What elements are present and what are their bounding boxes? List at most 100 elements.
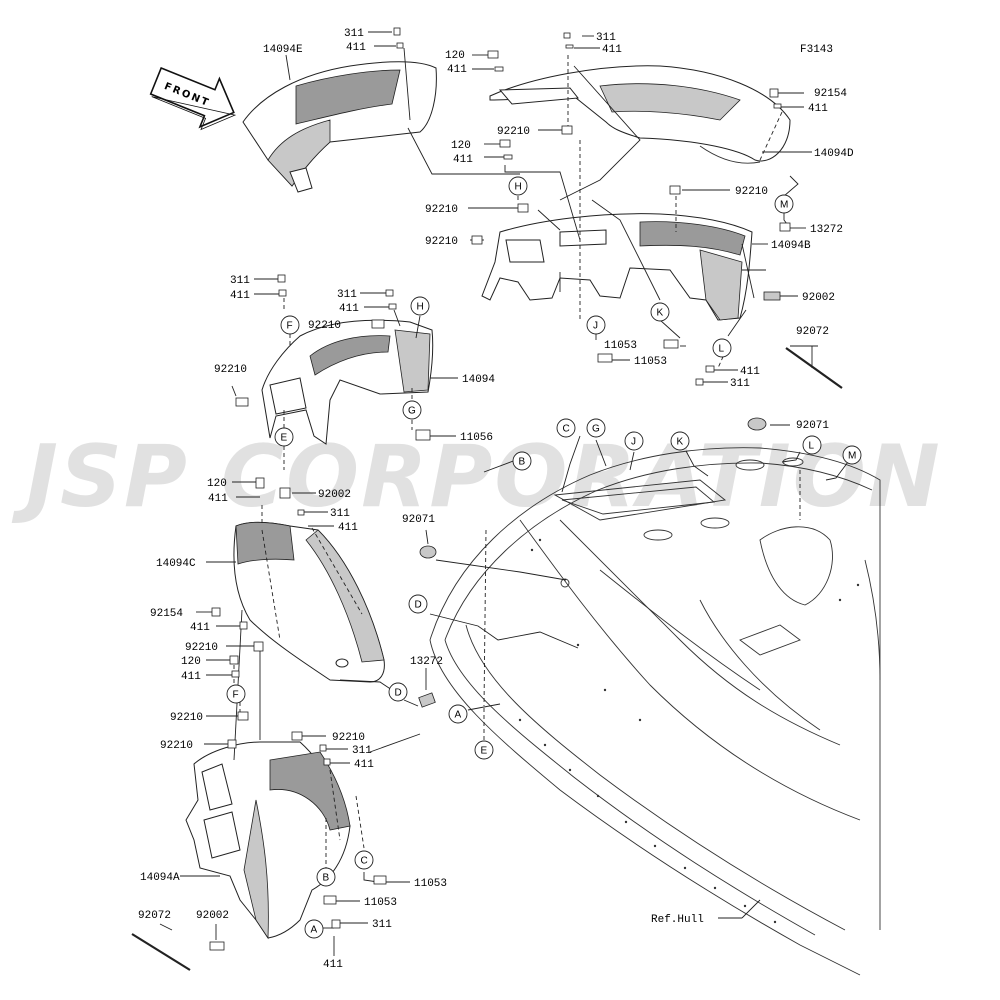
label-411: 411 [602,44,622,56]
svg-text:H: H [515,182,522,193]
label-411: 411 [453,154,473,166]
figure-number: F3143 [800,44,833,56]
callout-K: K [670,431,690,451]
svg-text:L: L [719,344,725,355]
label-92210: 92210 [497,126,530,138]
svg-text:G: G [592,424,600,435]
label-92210: 92210 [425,204,458,216]
label-120: 120 [445,50,465,62]
label-14094C: 14094C [156,558,196,570]
label-92210: 92210 [425,236,458,248]
label-14094: 14094 [462,374,495,386]
svg-text:M: M [780,200,788,211]
label-311: 311 [337,289,357,301]
label-92210: 92210 [735,186,768,198]
label-411: 411 [338,522,358,534]
label-92002: 92002 [318,489,351,501]
part-14094 [261,319,434,445]
callout-B: B [316,867,336,887]
hardware [131,27,843,971]
label-14094B: 14094B [771,240,811,252]
callout-H: H [410,296,430,316]
callouts: H M H F J K L G E B C G J K L M D D F A … [226,176,862,939]
label-311: 311 [344,28,364,40]
svg-text:F: F [233,690,239,701]
label-411: 411 [230,290,250,302]
svg-text:C: C [563,424,570,435]
label-92002: 92002 [802,292,835,304]
part-labels: 311 411 14094E 120 411 311 411 92154 411… [138,28,854,971]
svg-text:D: D [415,600,422,611]
svg-text:E: E [481,746,488,757]
callout-L: L [802,435,822,455]
label-92154: 92154 [814,88,847,100]
label-411: 411 [181,671,201,683]
label-411: 411 [447,64,467,76]
svg-text:M: M [848,451,856,462]
front-arrow-icon: FRONT [149,66,237,131]
callout-J: J [586,315,606,335]
label-11056: 11056 [460,432,493,444]
label-411: 411 [808,103,828,115]
label-411: 411 [346,42,366,54]
watermark: JSP CORPORATION [11,427,942,527]
label-92210: 92210 [308,320,341,332]
callout-L: L [712,338,732,358]
callout-G: G [402,400,422,420]
callout-K: K [650,302,670,322]
label-311: 311 [352,745,372,757]
label-14094A: 14094A [140,872,180,884]
svg-text:K: K [677,437,684,448]
label-92210: 92210 [332,732,365,744]
nut-311-top-left [393,27,401,36]
part-14094A [185,741,351,940]
label-92072: 92072 [138,910,171,922]
label-14094D: 14094D [814,148,854,160]
callout-D: D [388,682,408,702]
svg-text:E: E [281,433,288,444]
watermark-text: JSP CORPORATION [11,427,942,527]
label-13272: 13272 [410,656,443,668]
svg-text:A: A [311,925,318,936]
callout-B: B [512,451,532,471]
svg-text:H: H [417,302,424,313]
svg-text:L: L [809,441,815,452]
part-14094D [489,65,791,164]
svg-text:G: G [408,406,416,417]
label-311: 311 [372,919,392,931]
part-14094E [242,61,437,193]
svg-text:B: B [323,873,330,884]
callout-A: A [448,704,468,724]
callout-C: C [354,850,374,870]
label-92071: 92071 [402,514,435,526]
label-311: 311 [596,32,616,44]
bolt-120-top [487,50,499,59]
label-13272: 13272 [810,224,843,236]
svg-text:A: A [455,710,462,721]
leader-lines [159,31,849,956]
label-11053: 11053 [364,897,397,909]
label-92210: 92210 [160,740,193,752]
label-411: 411 [190,622,210,634]
label-92002: 92002 [196,910,229,922]
callout-C: C [556,418,576,438]
label-11053: 11053 [634,356,667,368]
callout-E: E [274,427,294,447]
label-411: 411 [740,366,760,378]
label-92154: 92154 [150,608,183,620]
label-92071: 92071 [796,420,829,432]
callout-F: F [280,315,300,335]
callout-G: G [586,418,606,438]
label-120: 120 [451,140,471,152]
label-11053: 11053 [604,340,637,352]
label-120: 120 [181,656,201,668]
callout-A: A [304,919,324,939]
label-311: 311 [330,508,350,520]
hull-reference [429,447,881,976]
label-411: 411 [323,959,343,971]
label-411: 411 [339,303,359,315]
label-311: 311 [230,275,250,287]
callout-E: E [474,740,494,760]
svg-text:J: J [593,321,598,332]
